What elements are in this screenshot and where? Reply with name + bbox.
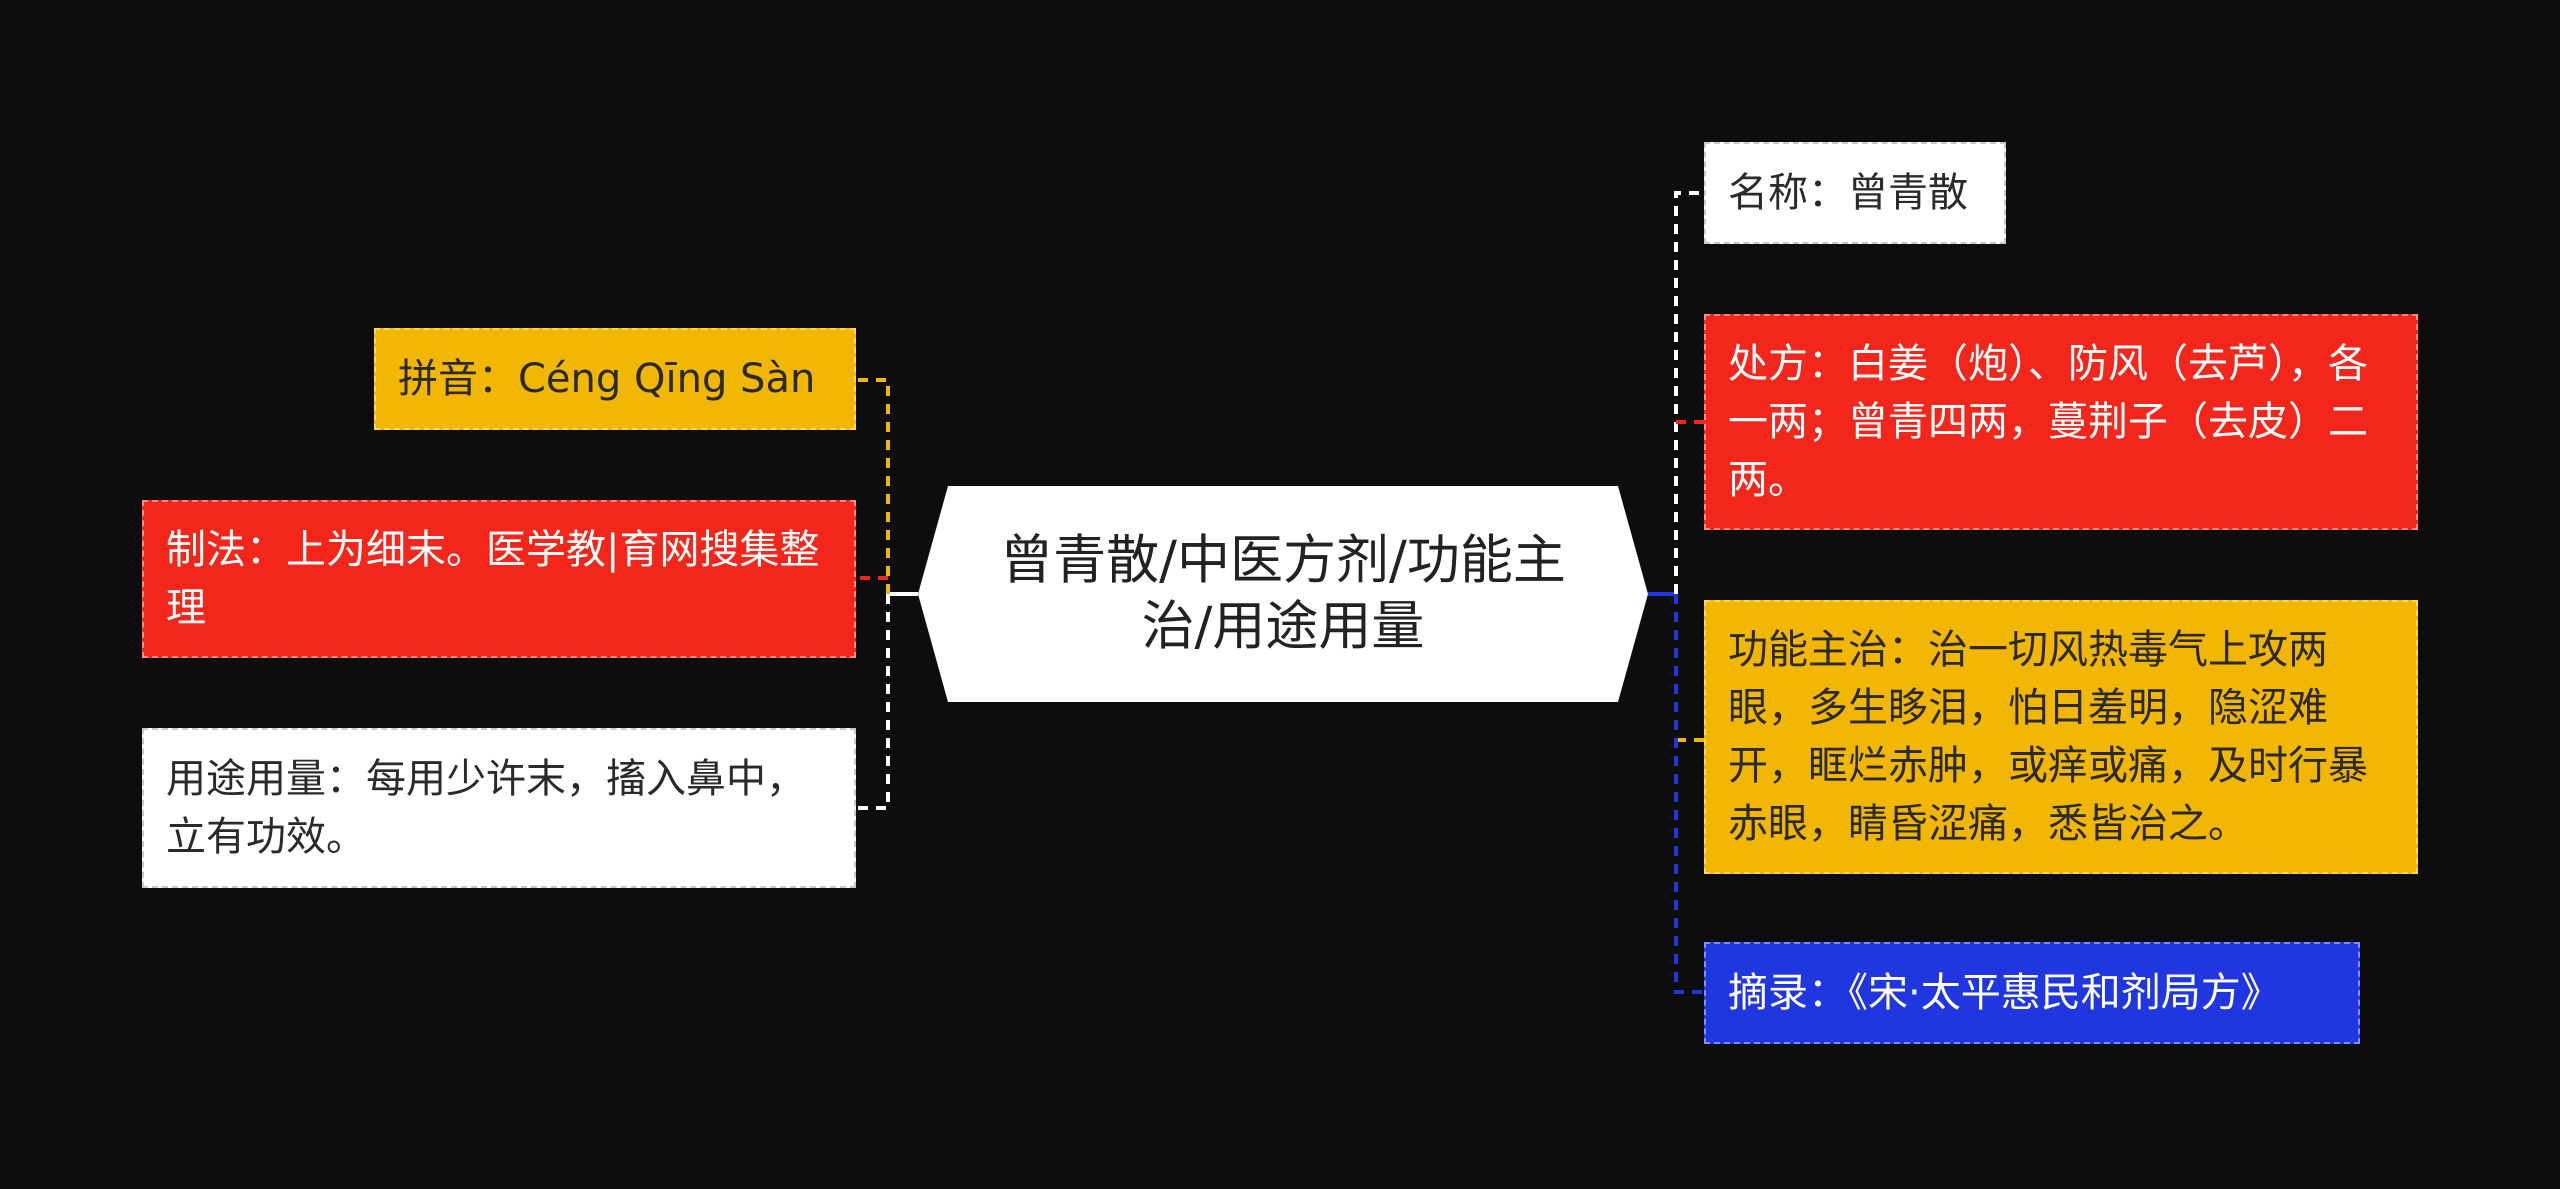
node-gongneng-text: 功能主治：治一切风热毒气上攻两眼，多生眵泪，怕日羞明，隐涩难开，眶烂赤肿，或痒或… <box>1728 627 2368 847</box>
node-zhailu-text: 摘录：《宋·太平惠民和剂局方》 <box>1728 970 2281 1016</box>
node-gongneng[interactable]: 功能主治：治一切风热毒气上攻两眼，多生眵泪，怕日羞明，隐涩难开，眶烂赤肿，或痒或… <box>1704 600 2418 874</box>
central-topic-shape <box>918 486 1648 702</box>
node-pinyin[interactable]: 拼音：Céng Qīng Sàn <box>374 328 856 430</box>
node-chufang-text: 处方：白姜（炮）、防风（去芦），各一两；曾青四两，蔓荆子（去皮）二两。 <box>1728 341 2368 503</box>
connector-yongtu <box>856 594 890 810</box>
connector-zhailu <box>1674 594 1704 994</box>
central-topic[interactable]: 曾青散/中医方剂/功能主治/用途用量 <box>918 486 1648 702</box>
node-chufang[interactable]: 处方：白姜（炮）、防风（去芦），各一两；曾青四两，蔓荆子（去皮）二两。 <box>1704 314 2418 530</box>
node-zhifa-text: 制法：上为细末。医学教|育网搜集整理 <box>166 527 820 631</box>
connector-mingcheng <box>1674 191 1704 594</box>
node-zhifa[interactable]: 制法：上为细末。医学教|育网搜集整理 <box>142 500 856 658</box>
central-topic-label: 曾青散/中医方剂/功能主治/用途用量 <box>1000 530 1566 657</box>
node-zhailu[interactable]: 摘录：《宋·太平惠民和剂局方》 <box>1704 942 2360 1044</box>
connector-pinyin <box>856 378 890 594</box>
node-mingcheng-text: 名称：曾青散 <box>1728 170 1968 216</box>
node-mingcheng[interactable]: 名称：曾青散 <box>1704 142 2006 244</box>
node-yongtu[interactable]: 用途用量：每用少许末，搐入鼻中，立有功效。 <box>142 728 856 888</box>
node-yongtu-text: 用途用量：每用少许末，搐入鼻中，立有功效。 <box>166 756 806 860</box>
node-pinyin-text: 拼音：Céng Qīng Sàn <box>398 356 816 402</box>
